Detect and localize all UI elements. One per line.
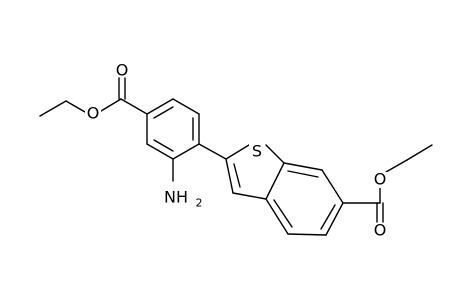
ring-a-inner-bond-1 bbox=[153, 106, 174, 119]
bond-left-ethyl-terminal bbox=[39, 100, 67, 117]
ring-b-inner-bond-2 bbox=[320, 204, 336, 230]
bond-right-o-ch2 bbox=[385, 159, 408, 173]
thiophene-inner-double bbox=[233, 163, 241, 188]
atom-h-count-subscript: 2 bbox=[196, 197, 203, 210]
atom-o-left-carbonyl: O bbox=[116, 61, 129, 80]
bond-left-carbonyl-to-ring bbox=[120, 98, 148, 115]
ring-a-inner-bond-3 bbox=[153, 139, 174, 152]
bond-ring-to-thiophene bbox=[198, 143, 227, 160]
ring-b-bond-1 bbox=[283, 162, 323, 171]
atom-s-thiophene: S bbox=[252, 142, 262, 161]
ring-a-bond-1 bbox=[146, 98, 174, 115]
thiophene-c3a-c3 bbox=[232, 192, 267, 200]
atom-labels: O O S NH 2 O O bbox=[85, 61, 388, 240]
benzothiophene-core bbox=[225, 144, 344, 236]
ring-a-bond-5 bbox=[146, 143, 174, 160]
thiophene-c2-s bbox=[225, 144, 250, 160]
ring-a-bond-4 bbox=[172, 143, 200, 160]
atom-o-right-carbonyl: O bbox=[374, 221, 387, 240]
left-ethyl-ester-group bbox=[39, 77, 148, 117]
atom-o-left-ester: O bbox=[87, 104, 100, 123]
thiophene-c7a-c3a bbox=[265, 162, 285, 200]
thiophene-c3-c2 bbox=[225, 158, 234, 194]
aminophenyl-ring bbox=[146, 98, 227, 182]
bond-left-ester-o-carbonyl-c bbox=[100, 98, 122, 112]
ring-b-bond-5 bbox=[265, 198, 289, 235]
ring-a-bond-2 bbox=[172, 98, 200, 115]
ring-b-inner-bond-3 bbox=[273, 199, 293, 228]
bond-left-ethyl-ch2-o bbox=[65, 100, 86, 113]
thiophene-s-c7a bbox=[265, 144, 285, 164]
ring-b-bond-3 bbox=[325, 202, 344, 236]
right-ethyl-ester-group bbox=[342, 144, 433, 223]
ring-b-bond-2 bbox=[321, 169, 344, 204]
ring-b-inner-bond-1 bbox=[287, 170, 319, 178]
atom-o-right-ester: O bbox=[374, 170, 387, 189]
ring-b-bond-4 bbox=[287, 233, 327, 236]
atom-nh-amine: NH bbox=[164, 188, 188, 207]
bond-right-ethyl-terminal bbox=[406, 144, 433, 161]
